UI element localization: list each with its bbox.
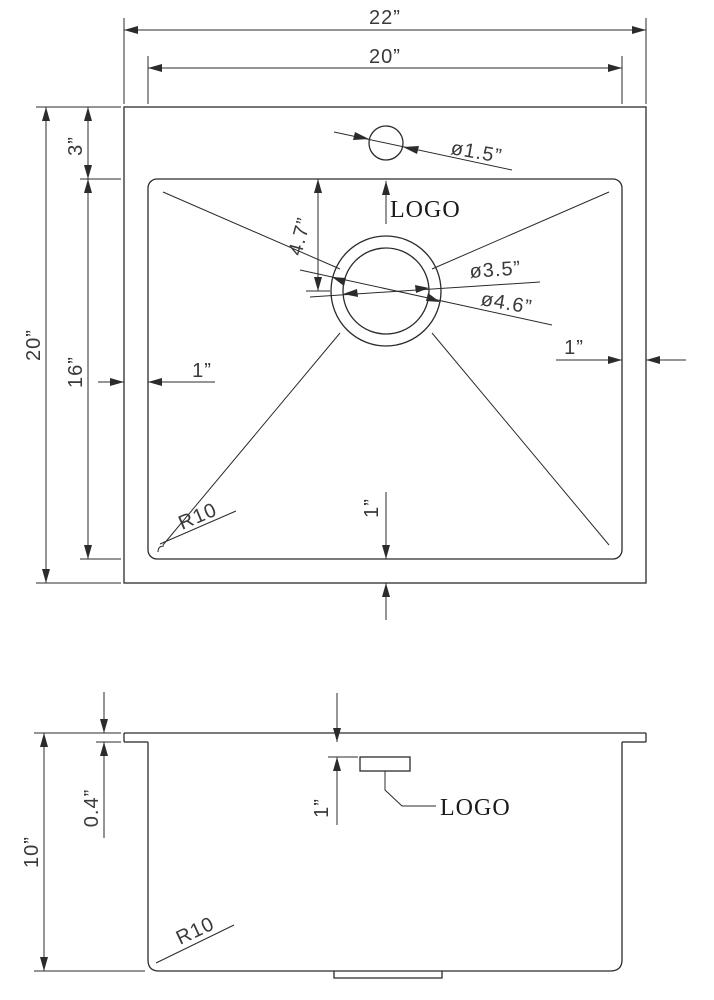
dim-side-flange-label: 0.4” — [81, 789, 103, 827]
drain-inner-ring — [342, 247, 430, 335]
top-logo-callout: LOGO — [382, 181, 461, 224]
drain-stub — [333, 971, 443, 979]
dim-faucet-hole: ø1.5” — [333, 131, 513, 171]
top-logo-label: LOGO — [390, 197, 461, 223]
bowl-slope-lines — [162, 191, 610, 546]
side-view: LOGO 10” 0.4” 1” — [21, 692, 647, 979]
dim-side-height-label: 10” — [21, 836, 43, 868]
dim-side-margin-right: 1” — [556, 337, 686, 364]
dim-overall-depth-label: 20” — [23, 329, 45, 361]
dim-drain-outer: ø4.6” — [299, 269, 553, 326]
dim-top-corner-radius: R10 — [157, 499, 237, 553]
side-logo-callout: LOGO — [384, 771, 511, 821]
dim-inner-depth-label: 16” — [65, 356, 87, 388]
dim-top-corner-radius-label: R10 — [175, 499, 220, 535]
dim-drain-offset-label: 4.7” — [285, 215, 316, 258]
sink-outer-rim — [123, 106, 647, 584]
dim-side-flange: 0.4” — [81, 692, 121, 838]
sink-side-body — [147, 742, 623, 972]
dim-side-logo-offset-label: 1” — [311, 798, 333, 818]
dim-side-margin-left-label: 1” — [192, 360, 212, 382]
dim-faucet-hole-label: ø1.5” — [449, 137, 504, 168]
dim-side-corner-radius: R10 — [155, 913, 235, 964]
dim-bottom-margin: 1” — [361, 492, 390, 620]
dim-side-margin-left: 1” — [98, 360, 215, 386]
dim-overall-width: 22” — [123, 7, 647, 104]
dim-bottom-margin-label: 1” — [361, 498, 383, 518]
top-view: 22” 20” 20” 3” — [23, 7, 686, 620]
faucet-hole — [368, 125, 404, 161]
sink-inner-bowl — [147, 178, 623, 560]
side-logo-label: LOGO — [440, 795, 511, 821]
dim-side-height: 10” — [21, 732, 145, 972]
dim-drain-inner: ø3.5” — [309, 257, 541, 298]
dim-drain-offset: 4.7” — [285, 179, 330, 292]
dim-overall-depth: 20” — [23, 106, 121, 584]
dim-overall-width-label: 22” — [369, 7, 401, 29]
dim-top-margin: 3” — [65, 107, 121, 180]
dim-inner-width: 20” — [147, 46, 623, 104]
dim-drain-outer-label: ø4.6” — [479, 288, 534, 319]
dim-side-logo-offset: 1” — [311, 693, 358, 825]
dim-top-margin-label: 3” — [65, 136, 87, 156]
dim-side-margin-right-label: 1” — [564, 337, 584, 359]
dim-drain-inner-label: ø3.5” — [469, 257, 522, 283]
drain-outer-ring — [330, 235, 442, 347]
side-logo-plate — [359, 756, 411, 772]
dim-inner-depth: 16” — [65, 179, 121, 560]
dim-inner-width-label: 20” — [369, 46, 401, 68]
